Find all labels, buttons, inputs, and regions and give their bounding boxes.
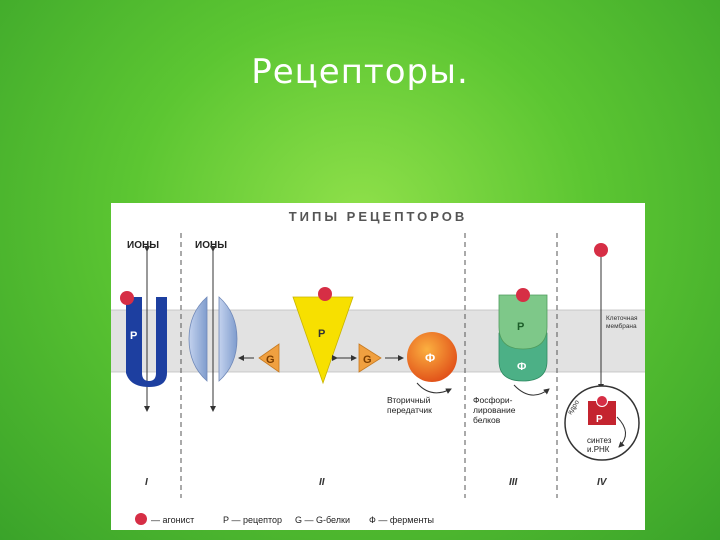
figure-title: ТИПЫ РЕЦЕПТОРОВ bbox=[289, 209, 468, 224]
ions-label-2: ИОНЫ bbox=[195, 240, 227, 251]
receptor-label-3: Р bbox=[517, 321, 524, 333]
type-numeral-4: IV bbox=[597, 477, 608, 488]
g-protein-left-label: G bbox=[266, 354, 275, 366]
mrna-arrow bbox=[616, 416, 626, 448]
g-protein-right bbox=[358, 343, 382, 373]
receptor-label-1: Р bbox=[130, 330, 137, 342]
slide-title: Рецепторы. bbox=[251, 52, 469, 92]
agonist-dot-3 bbox=[516, 288, 530, 302]
receptor-label-4: Р bbox=[596, 414, 603, 425]
receptor-channel-1 bbox=[126, 297, 167, 387]
g-protein-right-label: G bbox=[363, 354, 372, 366]
ions-label-1: ИОНЫ bbox=[127, 240, 159, 251]
second-messenger-label: Вторичный передатчик bbox=[387, 395, 433, 415]
legend-agonist-dot bbox=[135, 513, 147, 525]
type-numeral-2: II bbox=[319, 477, 325, 488]
legend-receptor: Р — рецептор bbox=[223, 515, 282, 525]
enzyme-ball bbox=[407, 332, 457, 382]
receptor-label-2: Р bbox=[318, 328, 325, 340]
enzyme-label-2: Ф bbox=[517, 361, 526, 373]
receptor-diagram: ТИПЫ РЕЦЕПТОРОВ ИОНЫ Р ИОНЫ G Р G Ф Втор… bbox=[111, 209, 645, 525]
mrna-synthesis-label: синтез и.РНК bbox=[587, 436, 614, 454]
ion-channel-protein-right bbox=[218, 296, 238, 382]
phosphorylation-arrow bbox=[513, 384, 550, 396]
g-protein-left bbox=[258, 343, 280, 373]
agonist-dot-4 bbox=[594, 243, 608, 257]
type-numeral-1: I bbox=[145, 477, 148, 488]
receptor-green bbox=[498, 294, 548, 350]
receptor-types-figure: ТИПЫ РЕЦЕПТОРОВ ИОНЫ Р ИОНЫ G Р G Ф Втор… bbox=[111, 203, 645, 530]
cell-membrane-label: Клеточная мембрана bbox=[606, 315, 639, 330]
agonist-dot-1 bbox=[120, 291, 134, 305]
agonist-dot-5 bbox=[596, 395, 608, 407]
second-messenger-arrow bbox=[416, 382, 452, 394]
type-numeral-3: III bbox=[509, 477, 518, 488]
ion-channel-protein bbox=[188, 296, 208, 382]
legend-enzymes: Ф — ферменты bbox=[369, 515, 434, 525]
legend-agonist: — агонист bbox=[151, 515, 194, 525]
agonist-dot-2 bbox=[318, 287, 332, 301]
phosphorylation-label: Фосфори- лирование белков bbox=[473, 395, 518, 425]
legend-g-proteins: G — G-белки bbox=[295, 515, 350, 525]
enzyme-label-1: Ф bbox=[425, 351, 435, 365]
